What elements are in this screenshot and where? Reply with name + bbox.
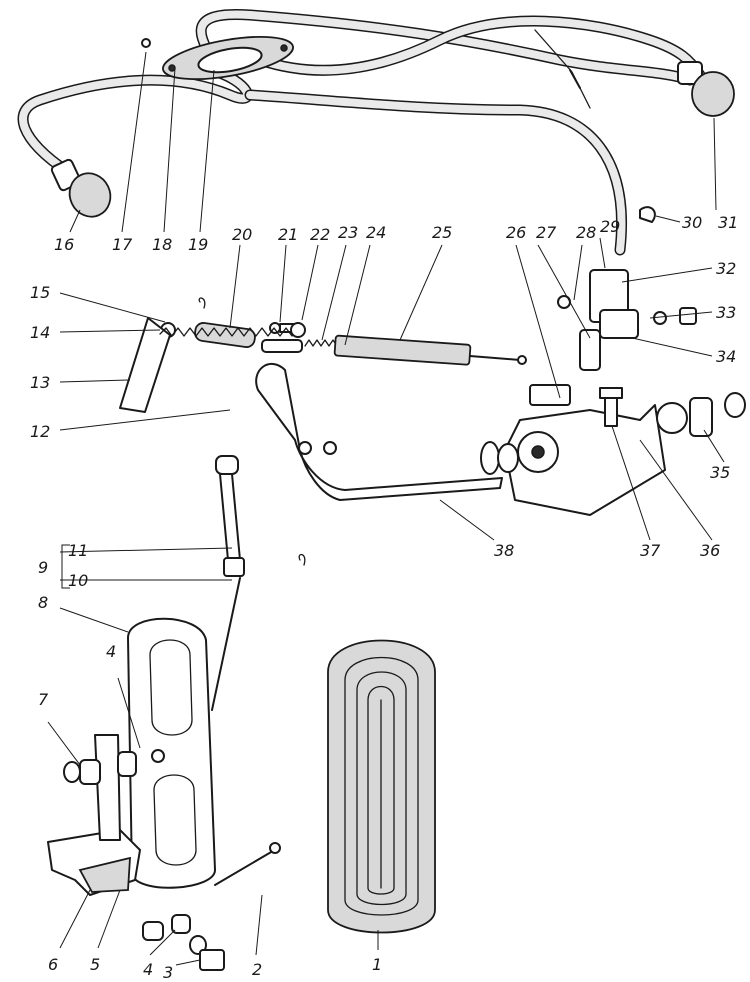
- label-10: 10: [68, 571, 88, 590]
- label-27: 27: [536, 223, 557, 242]
- label-24: 24: [366, 223, 386, 242]
- pedal-pad: [327, 639, 436, 934]
- upper-linkage: [160, 297, 527, 366]
- cross-shaft: [255, 363, 503, 566]
- label-16: 16: [54, 235, 74, 254]
- label-34: 34: [716, 347, 736, 366]
- mounting-bracket: [480, 269, 746, 516]
- label-3: 3: [163, 963, 173, 982]
- label-6: 6: [48, 955, 58, 974]
- label-19: 19: [188, 235, 208, 254]
- label-1: 1: [372, 955, 382, 974]
- label-2: 2: [252, 960, 262, 979]
- label-20: 20: [232, 225, 252, 244]
- label-29: 29: [600, 217, 620, 236]
- label-7: 7: [38, 690, 49, 709]
- label-38: 38: [494, 541, 514, 560]
- pedal-arm: [127, 617, 216, 889]
- label-14: 14: [30, 323, 50, 342]
- label-30: 30: [682, 213, 702, 232]
- label-4-lower: 4: [143, 960, 153, 979]
- label-18: 18: [152, 235, 172, 254]
- label-36: 36: [700, 541, 720, 560]
- pedal-lever-and-spring: [119, 317, 293, 413]
- leader-lines: [47, 51, 725, 966]
- cable-knob-right: [677, 61, 735, 117]
- label-23: 23: [338, 223, 358, 242]
- part-number-labels: 1 2 3 4 4 5 6 7 8 9 10 11 12 13 14 15 16…: [30, 213, 738, 982]
- cable-knob-left: [50, 158, 112, 218]
- label-26: 26: [506, 223, 526, 242]
- label-11: 11: [68, 541, 88, 560]
- label-35: 35: [710, 463, 730, 482]
- label-8: 8: [38, 593, 48, 612]
- label-13: 13: [30, 373, 50, 392]
- grommet-plate: [141, 35, 294, 81]
- label-17: 17: [112, 235, 133, 254]
- label-31: 31: [718, 213, 738, 232]
- cable-clip: [639, 206, 656, 223]
- label-32: 32: [716, 259, 736, 278]
- label-15: 15: [30, 283, 50, 302]
- label-21: 21: [278, 225, 298, 244]
- label-25: 25: [432, 223, 452, 242]
- pivot-bracket: [47, 734, 281, 896]
- label-37: 37: [640, 541, 661, 560]
- label-28: 28: [576, 223, 596, 242]
- adjustable-rod: [211, 455, 245, 711]
- label-22: 22: [310, 225, 330, 244]
- cable-sheaths: [17, 8, 706, 256]
- label-9: 9: [38, 558, 48, 577]
- label-5: 5: [90, 955, 100, 974]
- label-33: 33: [716, 303, 736, 322]
- label-12: 12: [30, 422, 50, 441]
- label-4-upper: 4: [106, 642, 116, 661]
